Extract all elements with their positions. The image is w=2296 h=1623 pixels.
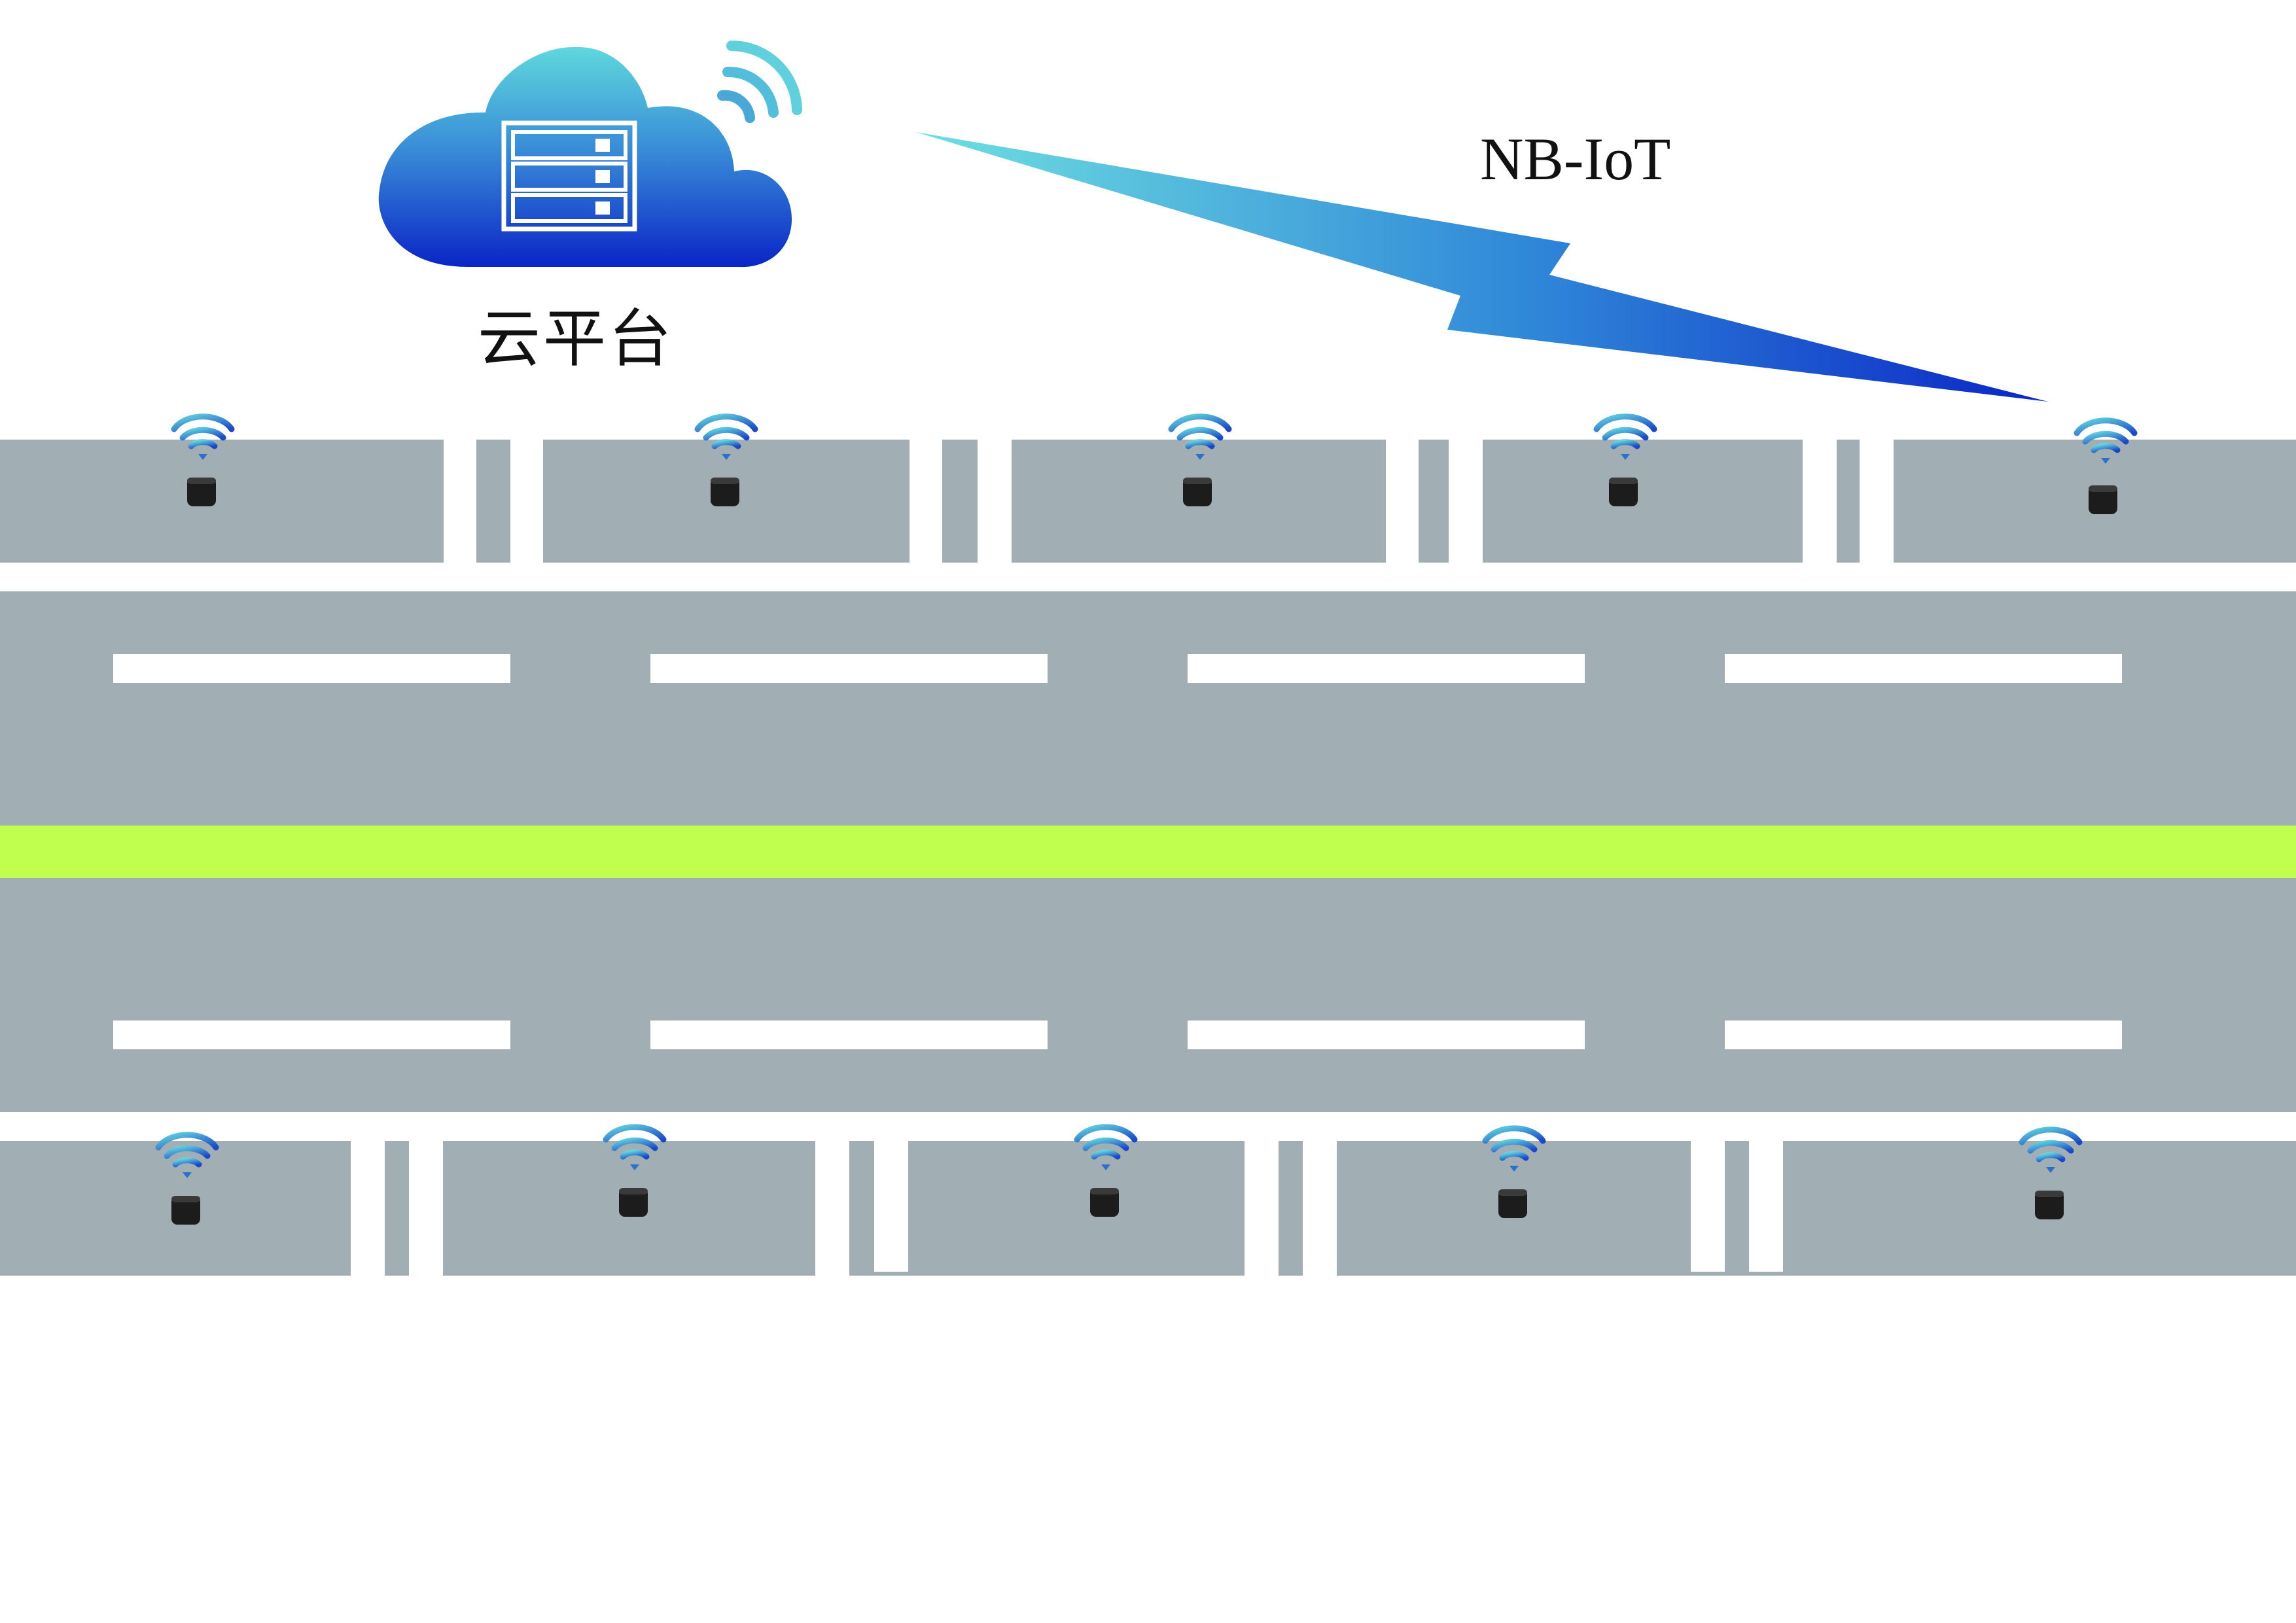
cloud-platform-label: 云平台 bbox=[478, 302, 674, 375]
lane-dash bbox=[650, 654, 1048, 683]
lane-dash bbox=[1725, 1021, 2122, 1049]
nb-iot-label: NB-IoT bbox=[1480, 126, 1671, 192]
top-parking-strip bbox=[0, 438, 2296, 564]
main-road bbox=[0, 591, 2296, 1112]
lane-dash bbox=[1188, 654, 1585, 683]
lane-dash bbox=[113, 1021, 510, 1049]
parking-sensor-icon bbox=[619, 1188, 648, 1217]
road-median bbox=[0, 826, 2296, 878]
parking-sensor-icon bbox=[1183, 478, 1212, 506]
parking-sensor-icon bbox=[2035, 1191, 2064, 1219]
cloud-server-icon bbox=[378, 46, 792, 268]
lane-dash bbox=[1725, 654, 2122, 683]
parking-sensor-icon bbox=[1498, 1189, 1527, 1218]
parking-sensor-icon bbox=[1609, 478, 1638, 506]
bottom-curb-line bbox=[7, 1112, 2296, 1141]
lightning-bolt-icon bbox=[916, 132, 2048, 402]
parking-sensor-icon bbox=[2089, 485, 2117, 514]
parking-sensor-icon bbox=[171, 1196, 200, 1225]
lane-dash bbox=[1188, 1021, 1585, 1049]
parking-sensor-icon bbox=[187, 478, 216, 506]
top-curb-line bbox=[0, 563, 2296, 591]
parking-sensor-icon bbox=[1090, 1188, 1119, 1217]
lane-dash bbox=[650, 1021, 1048, 1049]
cloud-signal-icon bbox=[717, 41, 802, 123]
lane-dash bbox=[113, 654, 510, 683]
bottom-parking-strip bbox=[0, 1141, 2296, 1276]
parking-sensor-icon bbox=[711, 478, 739, 506]
